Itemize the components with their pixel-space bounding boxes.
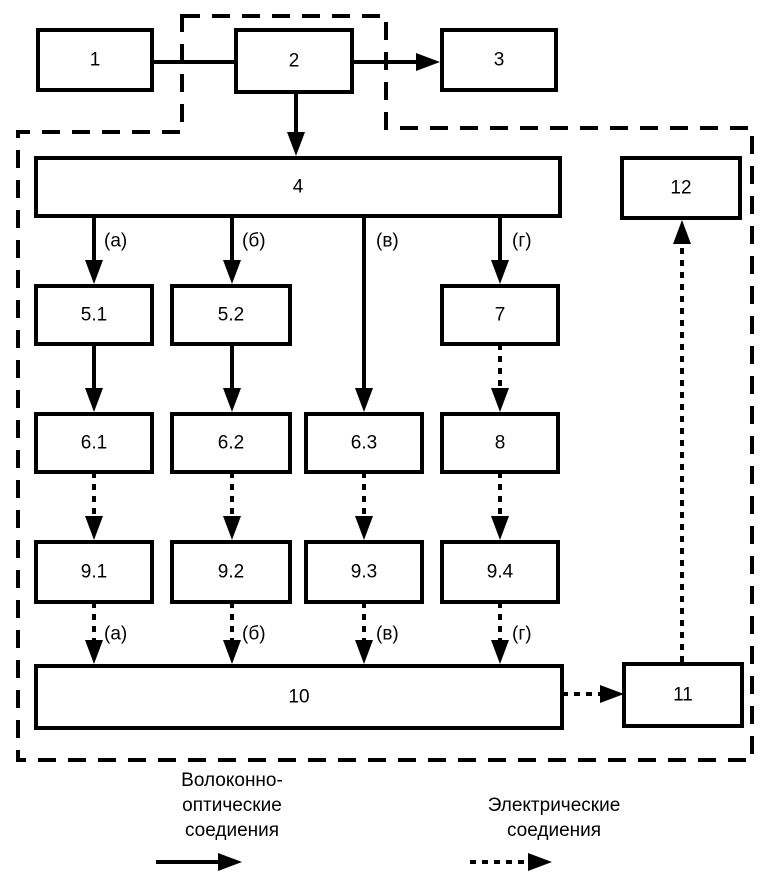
block-6.1-label: 6.1	[81, 433, 107, 454]
legend-optical-line3: соедиения	[185, 820, 279, 841]
arrowhead-6.3-9.3	[355, 516, 373, 540]
arrowhead-2-3	[416, 53, 440, 71]
branch-label-v-bottom: (в)	[376, 624, 399, 645]
arrowhead-6.1-9.1	[85, 516, 103, 540]
arrowhead-5.1-6.1	[85, 388, 103, 412]
arrowhead-9.3-10	[355, 640, 373, 664]
block-11-label: 11	[673, 685, 693, 706]
branch-label-a-bottom: (а)	[104, 624, 127, 645]
legend-optical-arrowhead	[218, 853, 242, 871]
arrowhead-4-7	[491, 260, 509, 284]
legend-electric-line2: соедиения	[507, 820, 601, 841]
block-9.3-label: 9.3	[351, 562, 377, 583]
system-boundary-frame	[18, 16, 752, 760]
branch-label-a-top: (а)	[104, 231, 127, 252]
arrowhead-4-6.3	[355, 388, 373, 412]
block-9.1-label: 9.1	[81, 562, 107, 583]
arrowhead-4-5.2	[223, 260, 241, 284]
block-6.3-label: 6.3	[351, 433, 377, 454]
branch-label-b-bottom: (б)	[242, 624, 266, 645]
block-1-label: 1	[90, 50, 101, 71]
block-9.4-label: 9.4	[487, 562, 514, 583]
block-4-label: 4	[293, 177, 304, 198]
block-12-label: 12	[670, 178, 691, 199]
legend-electric-line1: Электрические	[488, 795, 621, 816]
block-6.2-label: 6.2	[218, 433, 244, 454]
arrowhead-7-8	[491, 388, 509, 412]
branch-label-g-bottom: (г)	[512, 624, 532, 645]
arrowhead-2-4	[287, 132, 305, 156]
block-7-label: 7	[495, 305, 506, 326]
block-2-label: 2	[289, 51, 300, 72]
arrowhead-9.4-10	[491, 640, 509, 664]
block-8-label: 8	[495, 433, 506, 454]
block-5.2-label: 5.2	[218, 305, 244, 326]
arrowhead-8-9.4	[491, 516, 509, 540]
legend-optical-line2: оптические	[182, 795, 282, 816]
arrowhead-4-5.1	[85, 260, 103, 284]
arrowhead-9.1-10	[85, 640, 103, 664]
block-5.1-label: 5.1	[81, 305, 107, 326]
block-9.2-label: 9.2	[218, 562, 244, 583]
block-3-label: 3	[494, 50, 505, 71]
arrowhead-11-12	[673, 220, 691, 244]
branch-label-v-top: (в)	[376, 231, 399, 252]
arrowhead-6.2-9.2	[223, 516, 241, 540]
arrowhead-10-11	[600, 685, 624, 703]
branch-label-b-top: (б)	[242, 231, 266, 252]
branch-label-g-top: (г)	[512, 231, 532, 252]
block-10-label: 10	[288, 687, 309, 708]
legend-electric-arrowhead	[528, 853, 552, 871]
arrowhead-9.2-10	[223, 640, 241, 664]
legend-optical-line1: Волоконно-	[181, 770, 283, 791]
arrowhead-5.2-6.2	[223, 388, 241, 412]
